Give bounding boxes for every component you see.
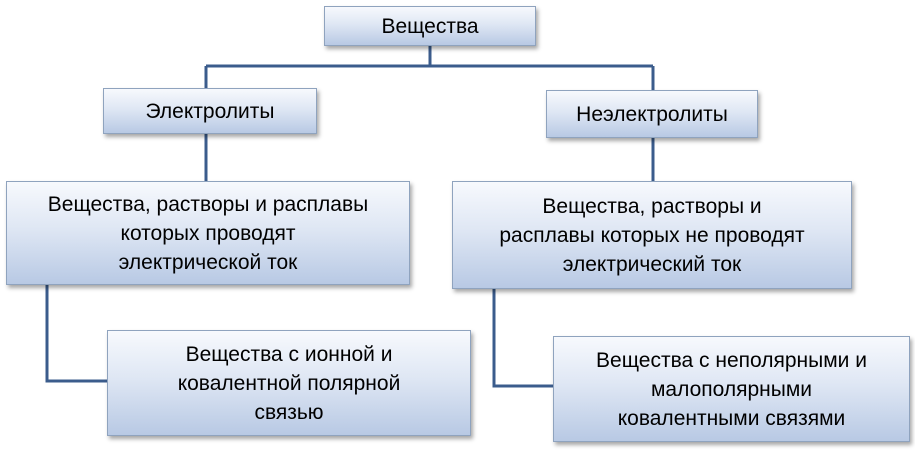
bond-line: Вещества с неполярными и: [596, 348, 867, 372]
bond-line: ковалентными связями: [617, 406, 846, 430]
definition-line: расплавы которых не проводят: [499, 223, 805, 247]
node-electrolytes-bonds-text: Вещества с ионной и ковалентной полярной…: [178, 340, 401, 427]
bond-line: ковалентной полярной: [177, 371, 401, 395]
node-electrolytes: Электролиты: [103, 88, 317, 134]
node-electrolytes-bonds: Вещества с ионной и ковалентной полярной…: [107, 330, 471, 436]
node-nonelectrolytes-bonds: Вещества с неполярными и малополярными к…: [553, 336, 910, 442]
definition-line: Вещества, растворы и расплавы: [47, 192, 369, 216]
node-electrolytes-definition: Вещества, растворы и расплавы которых пр…: [6, 181, 410, 285]
connector-nonelectrolytes-bond: [492, 289, 553, 388]
node-nonelectrolytes-bonds-text: Вещества с неполярными и малополярными к…: [596, 346, 867, 433]
bond-line: связью: [254, 400, 324, 424]
node-substances-label: Вещества: [381, 14, 479, 38]
bond-line: Вещества с ионной и: [185, 342, 393, 366]
definition-line: Вещества, растворы и: [542, 194, 762, 218]
definition-line: электрический ток: [562, 252, 742, 276]
bond-line: малополярными: [650, 377, 813, 401]
definition-line: электрической ток: [118, 250, 298, 274]
connector-electrolytes-bond: [45, 285, 107, 383]
node-electrolytes-label: Электролиты: [145, 99, 275, 123]
node-nonelectrolytes-definition: Вещества, растворы и расплавы которых не…: [452, 181, 852, 289]
node-nonelectrolytes-label: Неэлектролиты: [576, 102, 728, 126]
node-substances: Вещества: [324, 6, 536, 46]
definition-line: которых проводят: [120, 221, 296, 245]
node-nonelectrolytes-definition-text: Вещества, растворы и расплавы которых не…: [499, 192, 804, 279]
node-nonelectrolytes: Неэлектролиты: [546, 90, 758, 138]
node-electrolytes-definition-text: Вещества, растворы и расплавы которых пр…: [48, 190, 368, 277]
